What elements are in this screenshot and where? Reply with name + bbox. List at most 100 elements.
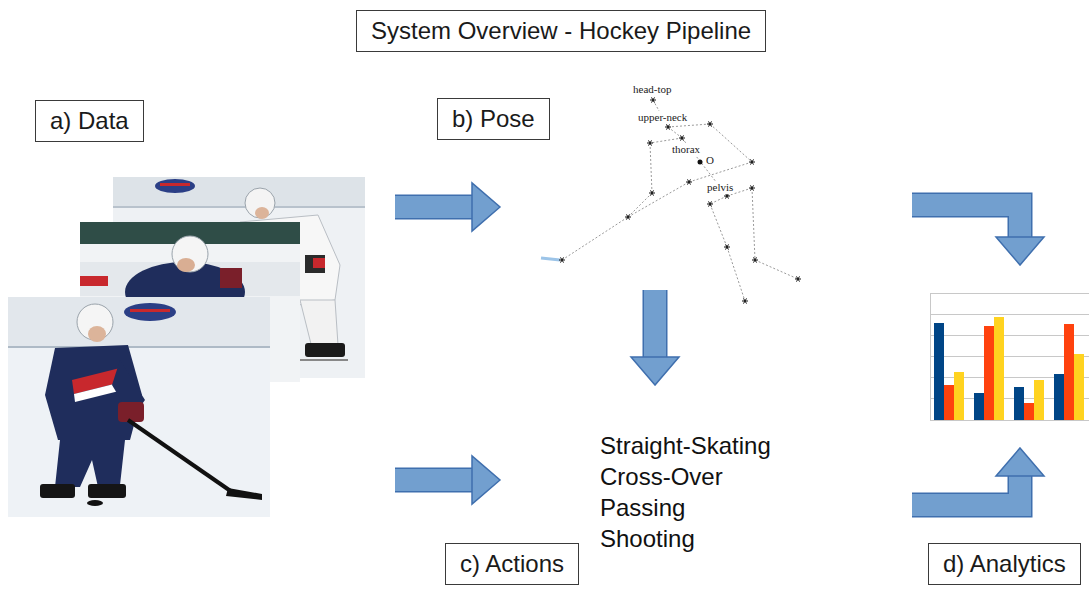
arrow-head bbox=[631, 357, 679, 385]
player-skate bbox=[305, 343, 345, 357]
stick-segment bbox=[541, 258, 560, 260]
bone-line bbox=[668, 127, 682, 138]
joint-stars bbox=[559, 97, 801, 303]
logo bbox=[124, 303, 176, 321]
bone-line bbox=[689, 162, 752, 182]
arrow-body bbox=[912, 474, 1020, 505]
rink-board bbox=[113, 177, 365, 207]
player-face bbox=[177, 258, 195, 272]
flow-arrow bbox=[912, 448, 1044, 505]
joint-star bbox=[625, 214, 631, 219]
bar bbox=[994, 317, 1004, 420]
joint-label: O bbox=[705, 154, 715, 167]
stick-blade bbox=[226, 488, 262, 500]
board-sign bbox=[80, 276, 108, 286]
joint-star bbox=[752, 257, 758, 262]
joint-star bbox=[649, 190, 655, 195]
arrow-body bbox=[644, 290, 666, 359]
bone-line bbox=[562, 217, 628, 260]
stage-label: d) Analytics bbox=[928, 543, 1081, 585]
skate-blade bbox=[300, 359, 348, 361]
joint-star bbox=[795, 276, 801, 281]
arrow-outline bbox=[395, 195, 474, 220]
player-legs bbox=[300, 300, 338, 348]
title-box: System Overview - Hockey Pipeline bbox=[356, 10, 766, 52]
arrow-body bbox=[395, 469, 474, 491]
bar bbox=[944, 385, 954, 420]
flow-arrow bbox=[631, 290, 679, 385]
pose-skeleton bbox=[562, 100, 798, 301]
joint-star bbox=[686, 179, 692, 184]
hockey-stick bbox=[128, 420, 232, 492]
arrow-head bbox=[472, 456, 500, 504]
flow-arrow bbox=[912, 205, 1044, 265]
bone-line bbox=[710, 196, 727, 204]
stage-label: b) Pose bbox=[437, 98, 550, 140]
jersey-patch bbox=[313, 258, 325, 268]
arrow-body bbox=[395, 196, 474, 218]
bar bbox=[934, 323, 944, 420]
grid-line bbox=[930, 420, 1089, 421]
joint-label: pelvis bbox=[706, 181, 734, 194]
player-legs bbox=[55, 440, 125, 487]
joint-label: upper-neck bbox=[637, 111, 688, 124]
player-glove bbox=[305, 255, 325, 273]
arrow-head bbox=[996, 237, 1044, 265]
player-face bbox=[255, 207, 269, 219]
joint-star bbox=[749, 185, 755, 190]
player-face bbox=[88, 326, 106, 342]
bone-line bbox=[628, 182, 689, 217]
flow-arrow bbox=[395, 183, 500, 231]
arrow-outline bbox=[643, 290, 668, 359]
joint-label: head-top bbox=[632, 83, 672, 96]
bar bbox=[1064, 324, 1074, 420]
stage-label: a) Data bbox=[35, 100, 144, 142]
player-helmet bbox=[245, 188, 275, 218]
arrow-head bbox=[996, 448, 1044, 476]
player-skate bbox=[88, 484, 126, 498]
grid-line bbox=[930, 293, 1089, 294]
photo-ground bbox=[8, 297, 270, 517]
logo-stripe bbox=[130, 309, 170, 312]
joint-label: thorax bbox=[671, 143, 701, 156]
chart-ground bbox=[930, 293, 1089, 420]
bone-line bbox=[650, 143, 652, 193]
arrow-outline bbox=[912, 205, 1020, 239]
player-helmet bbox=[172, 236, 208, 272]
action-list: Straight-Skating Cross-Over Passing Shoo… bbox=[600, 430, 775, 554]
stage-region: a) Data bbox=[5, 95, 395, 520]
bone-line bbox=[755, 260, 798, 279]
joint-star bbox=[742, 298, 748, 303]
rink-board bbox=[8, 297, 270, 347]
logo bbox=[155, 179, 195, 193]
arrow-body bbox=[912, 205, 1020, 239]
axis-line bbox=[930, 293, 931, 420]
joint-star bbox=[559, 257, 565, 262]
flow-arrow bbox=[395, 456, 500, 504]
origin-dot bbox=[698, 160, 703, 165]
arrow-head bbox=[472, 183, 500, 231]
bone-line bbox=[727, 247, 745, 301]
arrow-outline bbox=[912, 474, 1020, 505]
joint-star bbox=[665, 124, 671, 129]
bar bbox=[1024, 403, 1034, 420]
bar bbox=[974, 393, 984, 420]
stage-region: d) Analytics bbox=[925, 265, 1087, 448]
bar-chart bbox=[930, 293, 1089, 421]
joint-star bbox=[724, 193, 730, 198]
player-glove bbox=[118, 402, 144, 422]
bar bbox=[954, 372, 964, 420]
player-glove bbox=[220, 268, 242, 288]
bone-line bbox=[628, 193, 652, 217]
puck bbox=[87, 500, 103, 506]
stage-label: c) Actions bbox=[445, 543, 579, 585]
bar bbox=[984, 326, 994, 420]
grid-lines bbox=[930, 293, 1089, 421]
joint-star bbox=[707, 201, 713, 206]
joint-star bbox=[650, 97, 656, 102]
bar bbox=[1034, 380, 1044, 420]
joint-star bbox=[707, 121, 713, 126]
bone-line bbox=[710, 124, 752, 162]
